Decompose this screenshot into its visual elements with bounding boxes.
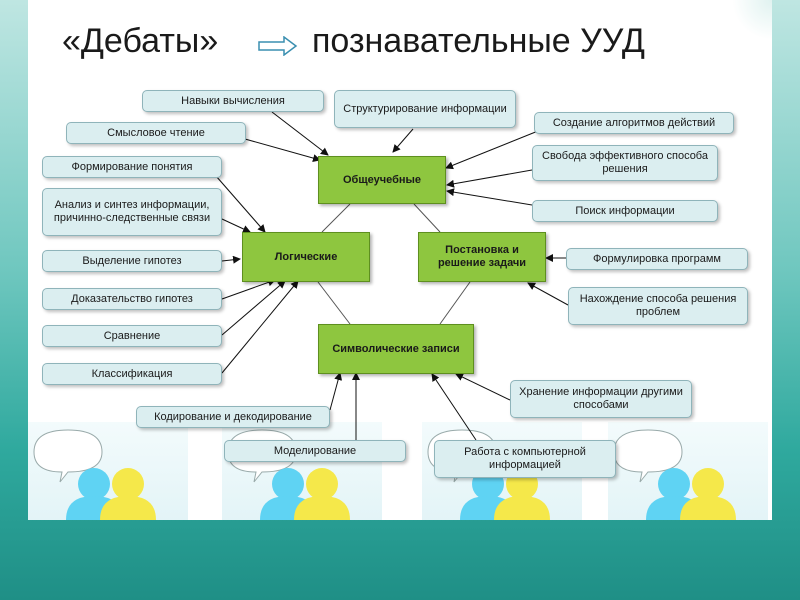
item-analysis: Анализ и синтез информации, причинно-сле… xyxy=(42,188,222,236)
people-illustration xyxy=(222,422,382,520)
node-general: Общеучебные xyxy=(318,156,446,204)
item-comparison: Сравнение xyxy=(42,325,222,347)
item-reading: Смысловое чтение xyxy=(66,122,246,144)
item-search: Поиск информации xyxy=(532,200,718,222)
item-algorithms: Создание алгоритмов действий xyxy=(534,112,734,134)
item-computer: Работа с компьютерной информацией xyxy=(434,440,616,478)
item-modeling: Моделирование xyxy=(224,440,406,462)
node-logical: Логические xyxy=(242,232,370,282)
people-illustration xyxy=(28,422,188,520)
item-formulation: Формулировка программ xyxy=(566,248,748,270)
node-symbolic: Символические записи xyxy=(318,324,474,374)
slide-title: «Дебаты» познавательные УУД xyxy=(62,22,762,72)
item-hypothesis: Выделение гипотез xyxy=(42,250,222,272)
item-storage: Хранение информации другими способами xyxy=(510,380,692,418)
item-proof: Доказательство гипотез xyxy=(42,288,222,310)
corner-decoration xyxy=(732,0,772,40)
people-illustration xyxy=(608,422,768,520)
title-right: познавательные УУД xyxy=(312,22,645,60)
item-concept: Формирование понятия xyxy=(42,156,222,178)
title-left: «Дебаты» xyxy=(62,22,219,60)
node-problem: Постановка и решение задачи xyxy=(418,232,546,282)
item-classification: Классификация xyxy=(42,363,222,385)
item-freedom: Свобода эффективного способа решения xyxy=(532,145,718,181)
right-arrow-icon xyxy=(258,36,298,56)
item-computation: Навыки вычисления xyxy=(142,90,324,112)
item-structuring: Структурирование информации xyxy=(334,90,516,128)
item-coding: Кодирование и декодирование xyxy=(136,406,330,428)
item-finding: Нахождение способа решения проблем xyxy=(568,287,748,325)
